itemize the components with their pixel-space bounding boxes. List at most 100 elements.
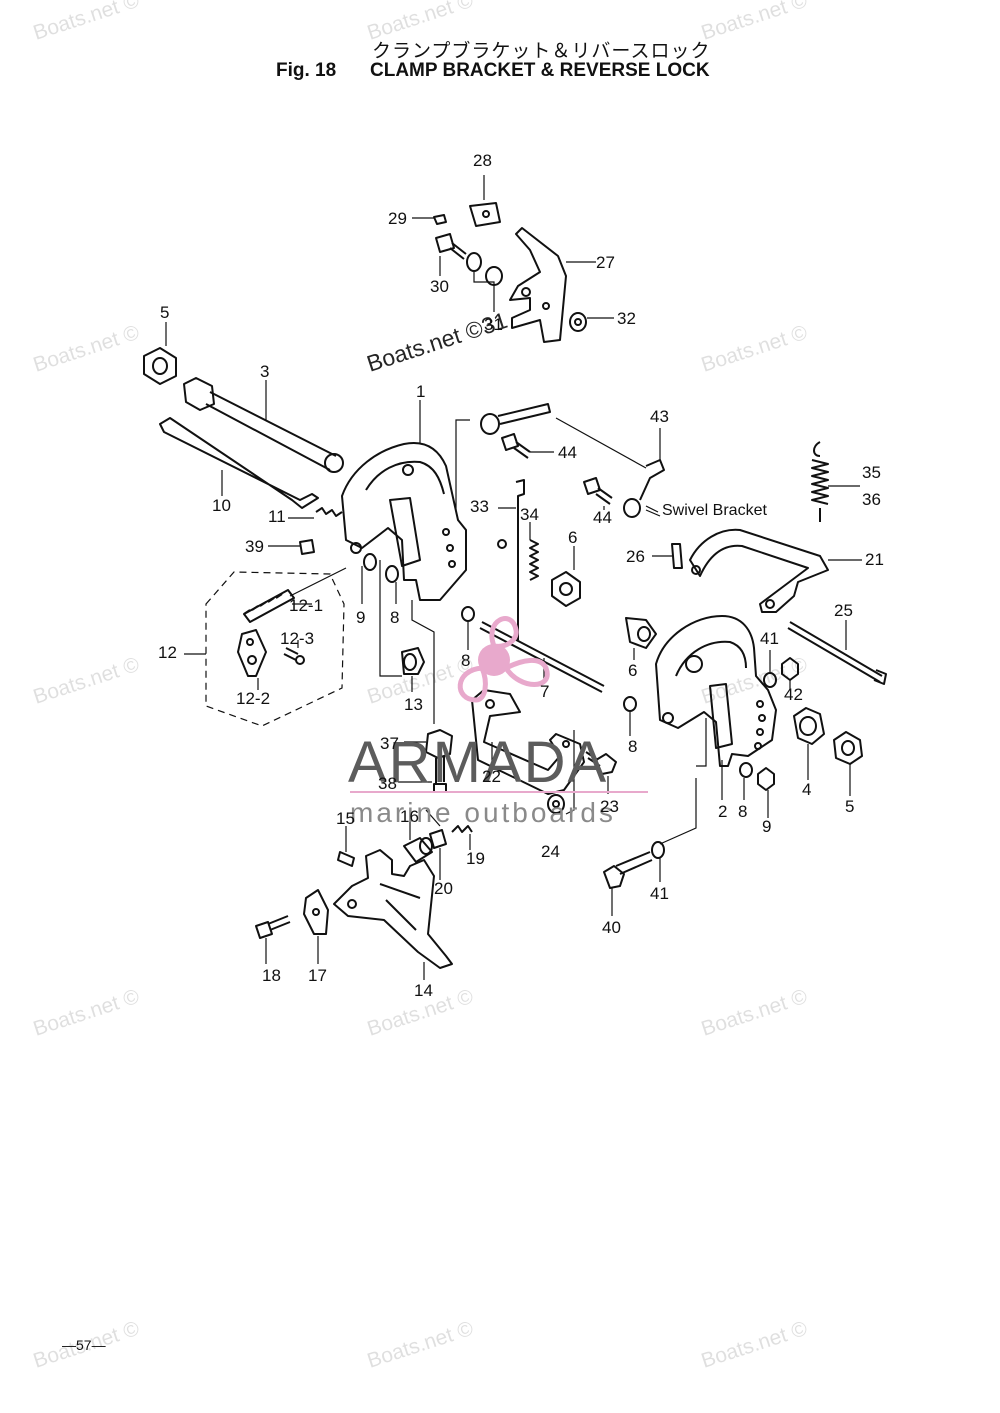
watermark: Boats.net ©: [30, 321, 142, 377]
callout-label: 18: [262, 966, 281, 985]
japanese-title: クランプブラケット＆リバースロック: [372, 40, 711, 62]
callout-label: 12-1: [289, 596, 323, 615]
watermark: Boats.net ©: [364, 1317, 476, 1373]
callout-label: 6: [628, 661, 637, 680]
watermark: Boats.net ©: [698, 321, 810, 377]
callout-label: 35: [862, 463, 881, 482]
part-6-bushing: [551, 546, 581, 607]
callout-labels: 28 29 27 30 31 32 5 3 1 43 44 10 11 33 3…: [158, 151, 884, 1000]
part-11-spring: [288, 507, 343, 519]
callout-label: 22: [482, 767, 501, 786]
callout-label: 37: [380, 734, 399, 753]
part-13-bushing: [401, 600, 435, 724]
callout-label: 42: [784, 685, 803, 704]
part-20-clip: [425, 809, 447, 880]
part-8-9-washers-right: [739, 762, 775, 818]
callout-label: 12-3: [280, 629, 314, 648]
callout-label: 12: [158, 643, 177, 662]
callout-label: 8: [390, 608, 399, 627]
part-17-plate: [303, 889, 329, 964]
swivel-bracket-label: Swivel Bracket: [662, 502, 767, 519]
callout-label: 21: [865, 550, 884, 569]
part-5-nut-right: [833, 731, 863, 796]
watermark: Boats.net ©: [698, 1317, 810, 1373]
callout-label: 25: [834, 601, 853, 620]
callout-label: 8: [461, 651, 470, 670]
part-9-8-washers-left: [361, 553, 402, 677]
callout-label: 6: [568, 528, 577, 547]
callout-label: 40: [602, 918, 621, 937]
callout-label: 41: [760, 629, 779, 648]
part-14-stopper-bracket: [333, 849, 453, 980]
brand-name: ARMADA: [348, 730, 608, 795]
page-title: CLAMP BRACKET & REVERSE LOCK: [370, 60, 710, 81]
part-26-pin: [652, 543, 683, 569]
callout-label: 11: [268, 507, 286, 526]
page-number: —57—: [62, 1337, 106, 1353]
figure-label: Fig. 18: [276, 60, 337, 81]
watermark-layer: Boats.net © Boats.net © Boats.net © Boat…: [30, 0, 810, 1373]
callout-label: 26: [626, 547, 645, 566]
part-44-bolts: [501, 433, 613, 510]
callout-label: 28: [473, 151, 492, 170]
part-25-long-rod: [787, 620, 887, 685]
callout-label: 36: [862, 490, 881, 509]
part-31-nuts: [466, 252, 503, 312]
callout-label: 16: [400, 807, 419, 826]
callout-label: 20: [434, 879, 453, 898]
part-2-clamp-bracket-right: [655, 615, 777, 800]
part-3-tilt-tube: [183, 377, 344, 473]
part-16-collar: [403, 822, 433, 863]
callout-label: 38: [378, 774, 397, 793]
swivel-bracket-pointer: [645, 505, 659, 513]
part-15-pin: [337, 826, 355, 867]
watermark: Boats.net ©: [30, 653, 142, 709]
callout-label: 3: [260, 362, 269, 381]
callout-label: 1: [416, 382, 425, 401]
callout-label: 43: [650, 407, 669, 426]
callout-label: 30: [430, 277, 449, 296]
part-32-washer: [569, 312, 614, 332]
part-12-assembly: [184, 567, 347, 727]
callout-label: 44: [558, 443, 577, 462]
part-5-nut: [143, 322, 177, 385]
callout-label: 10: [212, 496, 231, 515]
callout-label: 23: [600, 797, 619, 816]
callout-label: 9: [356, 608, 365, 627]
callout-label: 5: [160, 303, 169, 322]
part-37-38-cap: [398, 729, 453, 793]
part-24-washer: [547, 730, 575, 815]
callout-label: 17: [308, 966, 327, 985]
callout-label: 29: [388, 209, 407, 228]
part-41-42-washers-right: [763, 650, 799, 690]
callout-label: 5: [845, 797, 854, 816]
part-19-spring: [451, 825, 473, 850]
watermark: Boats.net ©: [698, 985, 810, 1041]
part-33-link-rod: [497, 479, 525, 640]
callout-label: 15: [336, 809, 355, 828]
watermark: Boats.net ©: [30, 0, 142, 45]
watermark: Boats.net ©: [364, 0, 476, 45]
callout-label: 33: [470, 497, 489, 516]
callout-label: 19: [466, 849, 485, 868]
part-21-tilt-lever: [689, 528, 862, 613]
callout-label: 8: [628, 737, 637, 756]
part-35-36-spring: [811, 441, 860, 522]
callout-label: 39: [245, 537, 264, 556]
callout-label: 7: [540, 682, 549, 701]
watermark: Boats.net ©: [30, 985, 142, 1041]
part-39-clip: [268, 539, 315, 555]
part-27-lock-arm: [509, 227, 596, 343]
callout-label: 12-2: [236, 689, 270, 708]
part-29-screw: [412, 214, 447, 225]
part-1-clamp-bracket-left: [341, 400, 470, 601]
part-18-bolt: [255, 915, 291, 964]
callout-label: 8: [738, 802, 747, 821]
callout-label: 31: [484, 315, 503, 334]
part-6-bushing-lower: [625, 617, 657, 660]
callout-label: 9: [762, 817, 771, 836]
part-43-lock-rod: [480, 403, 665, 518]
part-40-41-bolt: [603, 778, 697, 916]
callout-label: 24: [541, 842, 560, 861]
